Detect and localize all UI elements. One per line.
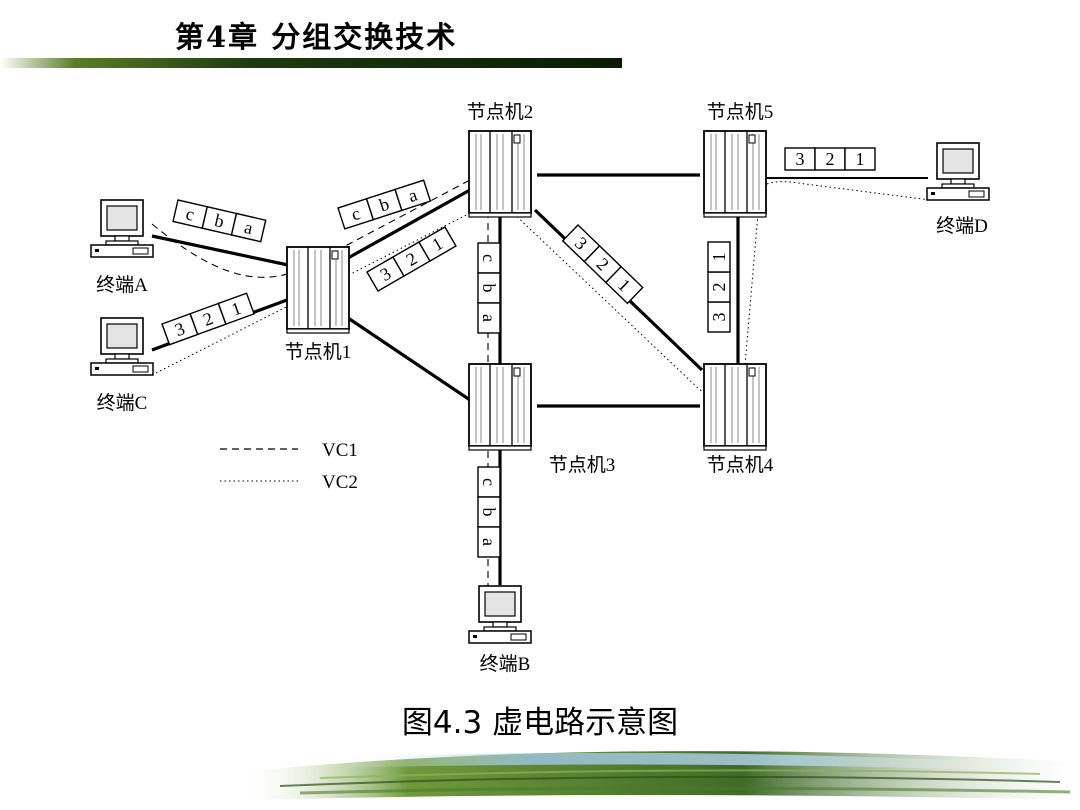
- packet-label: 3: [796, 149, 805, 169]
- packets-node5-d: 3 2 1: [784, 147, 876, 171]
- packet-label: b: [479, 508, 499, 517]
- terminal-d-computer-icon: [926, 142, 990, 201]
- terminal-a-computer-icon: [90, 199, 154, 258]
- legend: VC1 VC2: [220, 440, 358, 493]
- vc2-path: [151, 181, 931, 393]
- packets-node3-b: c b a: [477, 466, 501, 558]
- node5-label: 节点机5: [707, 101, 774, 123]
- decorative-grass-footer: [240, 751, 1080, 800]
- packet-label: c: [479, 254, 499, 262]
- packets-node2-node3: c b a: [477, 242, 501, 334]
- packets-node2-node4: 3 2 1: [561, 224, 644, 305]
- node2-label: 节点机2: [467, 101, 534, 123]
- node1-switch-icon: [286, 246, 350, 334]
- packet-label: b: [479, 284, 499, 293]
- node3-switch-icon: [468, 363, 532, 451]
- terminal-b-label: 终端B: [480, 653, 531, 675]
- figure-caption: 图4.3 虚电路示意图: [401, 705, 679, 741]
- terminal-c-computer-icon: [90, 317, 154, 376]
- packet-label: a: [479, 314, 499, 322]
- packets-c-node1: 3 2 1: [161, 292, 255, 346]
- packet-label: 1: [709, 253, 729, 262]
- packet-label: 3: [709, 313, 729, 322]
- packets-node1-node2-vc2: 3 2 1: [366, 226, 457, 293]
- packet-label: 1: [856, 149, 865, 169]
- node1-label: 节点机1: [285, 341, 352, 363]
- packet-label: c: [479, 478, 499, 486]
- terminal-c-label: 终端C: [97, 392, 148, 414]
- terminal-b-computer-icon: [468, 585, 532, 644]
- packets-a-node1: c b a: [172, 199, 267, 243]
- packet-label: 2: [826, 149, 835, 169]
- packet-label: b: [213, 210, 226, 232]
- terminal-a-label: 终端A: [96, 274, 148, 296]
- legend-vc2-label: VC2: [322, 472, 358, 493]
- chapter-title: 第4章 分组交换技术: [175, 20, 458, 54]
- packet-label: a: [479, 538, 499, 546]
- node5-switch-icon: [703, 130, 767, 218]
- header-rule: [0, 58, 622, 68]
- legend-vc1-label: VC1: [322, 440, 358, 461]
- packet-label: 2: [709, 283, 729, 292]
- node2-switch-icon: [468, 130, 532, 218]
- physical-links: [151, 173, 928, 585]
- packets-node1-node2-vc1: c b a: [337, 179, 432, 230]
- node3-label: 节点机3: [549, 454, 616, 476]
- node4-switch-icon: [703, 363, 767, 451]
- terminal-d-label: 终端D: [936, 215, 988, 237]
- node4-label: 节点机4: [707, 454, 774, 476]
- packets-node4-node5: 3 2 1: [707, 241, 731, 333]
